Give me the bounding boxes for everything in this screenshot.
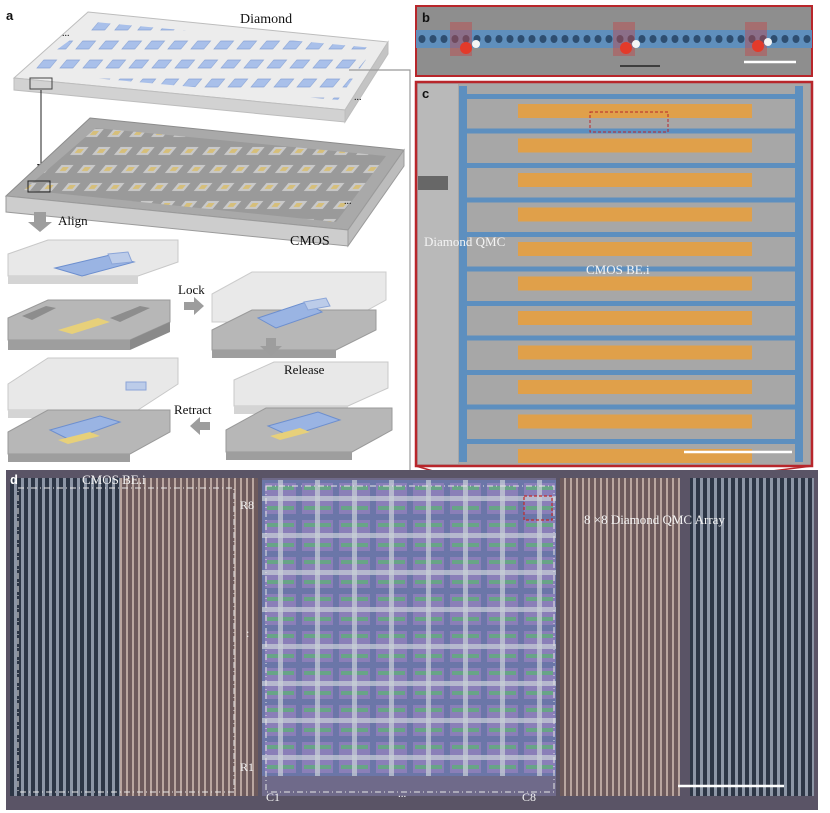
- panel-letter-d: d: [10, 472, 18, 487]
- waveguide-hole: [506, 35, 514, 43]
- release-arrow: [260, 338, 282, 356]
- cmos-electrode: [518, 242, 752, 256]
- waveguide-hole: [770, 35, 778, 43]
- waveguide-hole: [693, 35, 701, 43]
- waveguide-hole: [539, 35, 547, 43]
- waveguide-hole: [627, 35, 635, 43]
- cmos-electrode: [518, 380, 752, 394]
- panel-letter-a: a: [6, 8, 14, 23]
- step-lock-label: Lock: [178, 282, 205, 297]
- label-cmos-bei-d: CMOS BE.i: [82, 472, 146, 487]
- waveguide-hole: [715, 35, 723, 43]
- waveguide-hole: [429, 35, 437, 43]
- diamond-waveguide: [461, 197, 803, 203]
- qmc-array: [262, 480, 556, 776]
- waveguide-hole: [451, 35, 459, 43]
- waveguide-hole: [726, 35, 734, 43]
- row-label-r8: R8: [240, 498, 255, 512]
- step-align-label: Align: [58, 213, 88, 228]
- waveguide-hole: [737, 35, 745, 43]
- step-release-diagram: [225, 361, 393, 460]
- diamond-waveguide: [461, 404, 803, 410]
- cmos-electrode: [518, 276, 752, 291]
- diamond-waveguide: [461, 128, 803, 134]
- nv-spin-icon: [460, 42, 472, 54]
- cmos-electrode: [518, 138, 752, 153]
- label-cmos-bei-c: CMOS BE.i: [586, 262, 650, 277]
- diamond-waveguide: [461, 163, 803, 168]
- align-arrow: [28, 212, 52, 232]
- lock-arrow: [184, 297, 204, 315]
- row-dots: :: [246, 626, 250, 640]
- waveguide-hole: [418, 35, 426, 43]
- waveguide-hole: [649, 35, 657, 43]
- col-label-c1: C1: [266, 790, 281, 804]
- panel-a: [4, 11, 411, 478]
- waveguide-hole: [616, 35, 624, 43]
- ellipsis: ...: [344, 196, 352, 207]
- panel-c: [414, 80, 814, 468]
- ellipsis: ...: [62, 28, 70, 39]
- diamond-waveguide: [461, 439, 803, 444]
- waveguide-hole: [484, 35, 492, 43]
- waveguide-hole: [550, 35, 558, 43]
- waveguide-hole: [440, 35, 448, 43]
- col-label-c8: C8: [522, 790, 537, 804]
- cmos-electrode: [518, 311, 752, 325]
- waveguide-hole: [605, 35, 613, 43]
- waveguide-hole: [638, 35, 646, 43]
- panel-letter-b: b: [422, 10, 430, 25]
- waveguide-hole: [781, 35, 789, 43]
- waveguide-hole: [517, 35, 525, 43]
- waveguide-hole: [495, 35, 503, 43]
- cmos-electrode: [518, 104, 752, 118]
- cmos-electrode: [518, 414, 752, 429]
- waveguide-hole: [561, 35, 569, 43]
- waveguide-hole: [682, 35, 690, 43]
- waveguide-hole: [803, 35, 811, 43]
- label-diamond: Diamond: [240, 12, 293, 27]
- col-dots: ...: [398, 788, 407, 800]
- waveguide-hole: [594, 35, 602, 43]
- waveguide-hole: [660, 35, 668, 43]
- step-lock-diagram: [211, 271, 387, 358]
- label-cmos: CMOS: [290, 234, 330, 249]
- nv-spin-icon: [620, 42, 632, 54]
- cmos-layer: [4, 117, 405, 248]
- retract-arrow: [190, 417, 210, 435]
- ellipsis: ...: [354, 92, 362, 103]
- diamond-waveguide: [461, 266, 803, 272]
- diamond-waveguide: [461, 232, 803, 237]
- diamond-waveguide: [461, 301, 803, 306]
- step-retract-label: Retract: [174, 402, 212, 417]
- waveguide-hole: [462, 35, 470, 43]
- diamond-waveguide: [461, 335, 803, 341]
- panel-d: [6, 470, 818, 810]
- waveguide-hole: [583, 35, 591, 43]
- diamond-waveguide: [461, 94, 803, 99]
- label-qmc-array: 8 ×8 Diamond QMC Array: [584, 512, 725, 527]
- panel-letter-c: c: [422, 86, 430, 101]
- waveguide-hole: [671, 35, 679, 43]
- diamond-layer: [12, 11, 389, 124]
- diamond-waveguide: [461, 370, 803, 375]
- panel-b: [415, 5, 813, 77]
- waveguide-hole: [572, 35, 580, 43]
- waveguide-hole: [528, 35, 536, 43]
- row-label-r1: R1: [240, 760, 255, 774]
- cmos-electrode: [518, 207, 752, 222]
- step-align-diagram: [7, 239, 179, 350]
- nv-spin-icon: [752, 40, 764, 52]
- step-release-label: Release: [284, 362, 325, 377]
- cmos-electrode: [518, 173, 752, 187]
- waveguide-hole: [704, 35, 712, 43]
- label-diamond-qmc: Diamond QMC: [424, 234, 506, 249]
- cmos-electrode: [518, 345, 752, 360]
- step-retract-diagram: [7, 357, 179, 462]
- waveguide-hole: [748, 35, 756, 43]
- waveguide-hole: [792, 35, 800, 43]
